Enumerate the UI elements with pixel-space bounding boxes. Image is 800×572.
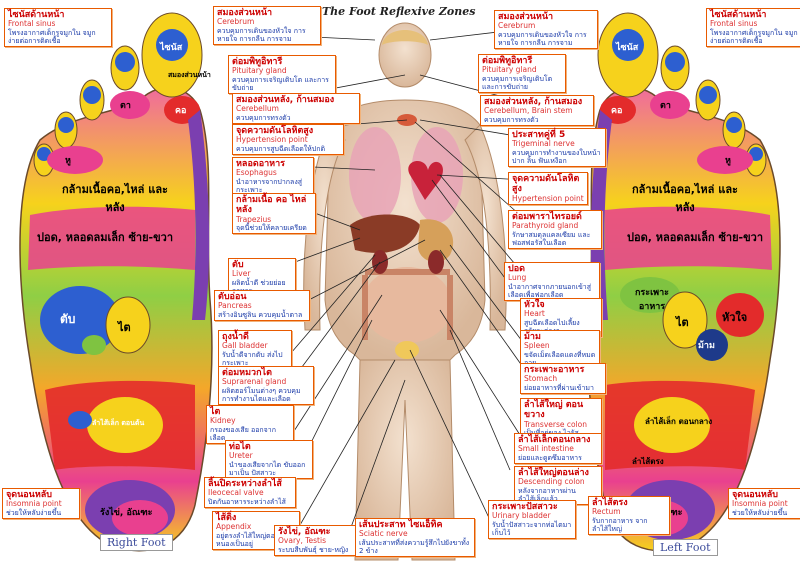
left-neck-zone (600, 96, 636, 124)
right-ear-zone (47, 146, 103, 174)
body-liver (350, 214, 420, 253)
left-heart-zone (716, 293, 764, 337)
label-insomnia-right: จุดนอนหลับ Insomnia point ช่วยให้หลับง่า… (2, 488, 80, 520)
right-sinus-3 (83, 86, 101, 104)
right-appendix-zone (68, 411, 92, 429)
label-ureter: ท่อไต Ureter นำของเสียจากไต ขับออกมาเป็น… (225, 440, 313, 480)
right-spine-zone (188, 110, 210, 320)
label-parathyroid: ต่อมพาราไทรอยด์ Parathyroid gland รักษาส… (508, 210, 602, 250)
right-foot-caption: Right Foot (100, 534, 173, 551)
label-gall-bladder: ถุงน้ำดี Gall bladder รับน้ำดีจากตับ ส่ง… (218, 330, 292, 370)
body-heart (408, 160, 443, 200)
label-spleen: ม้าม Spleen ขจัดเม็ดเลือดแดงที่หมดอายุ (520, 330, 600, 370)
label-cerebellum-right: สมองส่วนหลัง, ก้านสมอง Cerebellum ควบคุม… (232, 93, 360, 125)
right-eye-zone (110, 91, 150, 119)
label-rectum: ลำไส้ตรง Rectum รับกากอาหาร จากลำไส้ใหญ่ (588, 496, 670, 536)
left-eye-zone (650, 91, 690, 119)
label-pituitary-left: ต่อมพิทูอิทารี Pituitary gland ควบคุมการ… (478, 54, 566, 94)
label-cerebellum-left: สมองส่วนหลัง, ก้านสมอง Cerebellum, Brain… (480, 95, 594, 127)
left-sinus-big (612, 29, 644, 61)
body-intestines (362, 267, 452, 343)
label-stomach: กระเพาะอาหาร Stomach ย่อยอาหารที่ผ่านเข้… (520, 363, 606, 395)
label-trigeminal: ประสาทคู่ที่ 5 Trigeminal nerve ควบคุมกา… (508, 128, 606, 168)
right-kidney-zone (105, 296, 151, 354)
right-lung-zone (28, 206, 195, 270)
label-cerebrum-left: สมองส่วนหน้า Cerebrum ควบคุมการเดินของหั… (494, 10, 598, 50)
label-transverse-colon: ลำไส้ใหญ่ ตอนขวาง Transverse colon เป็นท… (520, 398, 602, 440)
label-cerebrum-right: สมองส่วนหน้า Cerebrum ควบคุมการเดินของหั… (213, 6, 321, 46)
left-spleen-zone (696, 329, 728, 361)
label-ileocecal: ลิ้นปิดระหว่างลำไส้ Ileocecal valve ปิดก… (204, 477, 296, 509)
right-sinus-4 (58, 117, 74, 133)
left-foot-caption: Left Foot (653, 539, 718, 556)
human-body (303, 22, 507, 561)
label-sciatic: เส้นประสาท ไซแอ็ทิค Sciatic nerve เส้นปร… (355, 518, 475, 558)
right-sinus-big (156, 29, 188, 61)
right-neck-zone (164, 96, 200, 124)
left-sinus-2 (665, 52, 685, 72)
label-pancreas: ตับอ่อน Pancreas สร้างอินซูลิน ควบคุมน้ำ… (214, 290, 310, 322)
right-small-intestine-zone (87, 397, 163, 453)
label-frontal-sinus-right: ไซนัสด้านหน้า Frontal sinus โพรงอากาศเด็… (4, 8, 112, 48)
label-ovary: รังไข่, อัณฑะ Ovary, Testis ระบบสืบพันธุ… (274, 525, 356, 557)
label-hypertension-right: จุดความดันโลหิตสูง Hypertension point คว… (232, 124, 344, 156)
label-descending-colon: ลำไส้ใหญ่ตอนล่าง Descending colon หลังจา… (514, 466, 602, 506)
right-sinus-2 (115, 52, 135, 72)
label-adrenal: ต่อมหมวกไต Suprarenal gland ผลิตฮอร์โมนต… (218, 366, 314, 406)
left-lung-zone (605, 206, 772, 270)
label-bladder: กระเพาะปัสสาวะ Urinary bladder รับน้ำปัส… (488, 500, 576, 540)
body-bladder (395, 341, 419, 359)
label-small-intestine: ลำไส้เล็กตอนกลาง Small intestine ย่อยและ… (514, 433, 602, 465)
label-insomnia-left: จุดนอนหลับ Insomnia point ช่วยให้หลับง่า… (728, 488, 800, 520)
left-kidney-zone (662, 291, 708, 349)
label-trapezius: กล้ามเนื้อ คอ ไหล่ หลัง Trapezius จุดนี้… (232, 193, 316, 235)
label-frontal-sinus-left: ไซนัสด้านหน้า Frontal sinus โพรงอากาศเด็… (706, 8, 800, 48)
left-foot (587, 12, 781, 552)
left-ear-zone (697, 146, 753, 174)
diagram-title: The Foot Reflexive Zones (322, 5, 476, 18)
left-sinus-4 (726, 117, 742, 133)
label-lung: ปอด Lung นำอากาศจากภายนอกเข้าสู่เลือดเพื… (504, 262, 600, 302)
right-foot (19, 12, 213, 552)
left-small-intestine-zone (634, 397, 710, 453)
label-kidney: ไต Kidney กรองของเสีย ออกจากเลือด (206, 405, 294, 445)
body-lung-right (349, 127, 401, 223)
body-brain (382, 30, 428, 45)
left-sinus-3 (699, 86, 717, 104)
label-hypertension-left: จุดความดันโลหิตสูง Hypertension point (508, 172, 588, 206)
body-kidney-left (428, 250, 444, 274)
left-stomach-zone (620, 277, 680, 313)
label-esophagus: หลอดอาหาร Esophagus นำอาหารจากปากลงสู่กร… (232, 157, 314, 197)
right-heel-inner (112, 500, 168, 536)
label-pituitary-right: ต่อมพิทูอิทารี Pituitary gland ควบคุมการ… (228, 55, 336, 95)
body-stomach (418, 219, 454, 263)
body-legs (354, 359, 456, 561)
right-gall-zone (82, 335, 106, 355)
